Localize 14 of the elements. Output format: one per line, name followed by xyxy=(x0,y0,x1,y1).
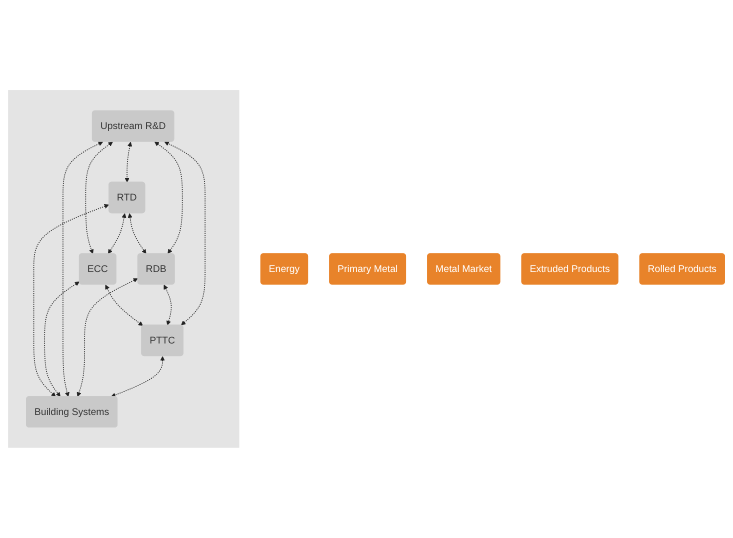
arrow xyxy=(164,284,172,326)
arrow xyxy=(154,142,183,254)
arrow xyxy=(128,213,146,254)
arrow xyxy=(105,284,144,326)
arrow xyxy=(33,204,110,397)
arrow xyxy=(108,213,126,254)
arrow xyxy=(44,282,80,397)
arrow xyxy=(110,356,165,398)
arrow xyxy=(76,278,138,397)
arrow xyxy=(164,142,206,326)
arrow xyxy=(124,142,132,183)
arrow xyxy=(85,142,113,254)
cluster xyxy=(8,90,240,448)
arrow xyxy=(62,142,104,397)
